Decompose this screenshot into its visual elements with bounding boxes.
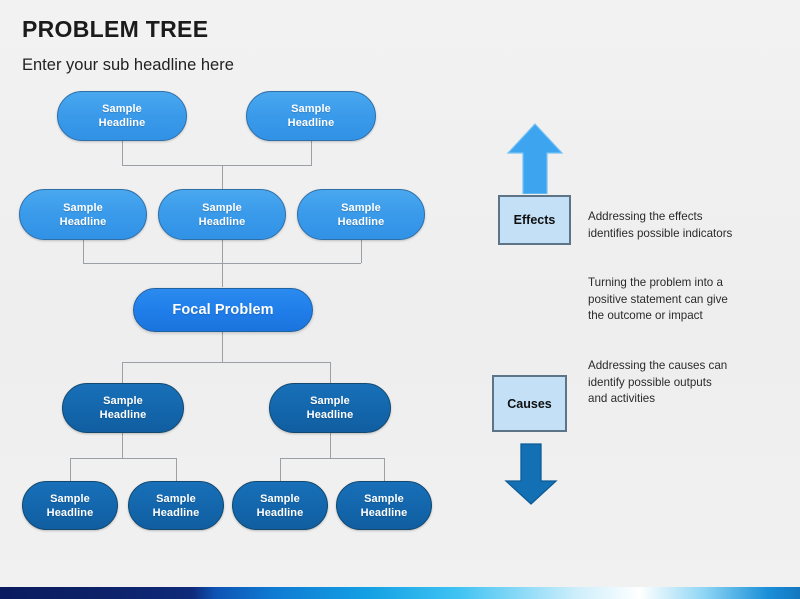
up-arrow-icon xyxy=(506,122,564,195)
cause-node-1[interactable]: Sample Headline xyxy=(62,383,184,433)
connector-c2-n1-up xyxy=(70,458,71,481)
effect-node-2[interactable]: Sample Headline xyxy=(246,91,376,141)
connector-c1-n2-down xyxy=(330,433,331,458)
connector-causes-n1-up xyxy=(122,362,123,383)
cause-node-3-label: Sample Headline xyxy=(46,492,94,519)
causes-legend-label: Causes xyxy=(507,396,552,411)
page-title: PROBLEM TREE xyxy=(22,16,209,42)
legend-note-focal: Turning the problem into a positive stat… xyxy=(588,276,728,322)
effect-node-4-label: Sample Headline xyxy=(198,201,246,228)
causes-legend-box[interactable]: Causes xyxy=(492,375,567,432)
focal-problem-label: Focal Problem xyxy=(172,301,274,318)
effect-node-1-label: Sample Headline xyxy=(98,103,146,129)
cause-node-4[interactable]: Sample Headline xyxy=(128,481,224,530)
cause-node-6[interactable]: Sample Headline xyxy=(336,481,432,530)
connector-r2-n1-down xyxy=(83,240,84,263)
page-subtitle: Enter your sub headline here xyxy=(22,56,234,74)
cause-node-2[interactable]: Sample Headline xyxy=(269,383,391,433)
effect-node-2-label: Sample Headline xyxy=(287,103,335,129)
effect-node-3[interactable]: Sample Headline xyxy=(19,189,147,240)
connector-r1-bus xyxy=(122,165,312,166)
connector-c2-left-bus xyxy=(70,458,176,459)
effect-node-4[interactable]: Sample Headline xyxy=(158,189,286,240)
connector-c1-n1-down xyxy=(122,433,123,458)
connector-r1-n2-down xyxy=(311,140,312,165)
legend-note-causes: Addressing the causes can identify possi… xyxy=(588,359,728,405)
connector-focal-down xyxy=(222,330,223,362)
legend-note-effects: Addressing the effects identifies possib… xyxy=(588,210,733,240)
cause-node-2-label: Sample Headline xyxy=(306,395,354,421)
connector-r1-stem xyxy=(222,165,223,189)
effect-node-3-label: Sample Headline xyxy=(59,201,107,228)
connector-r1-n1-down xyxy=(122,140,123,165)
connector-r2-n3-down xyxy=(361,240,362,263)
effect-node-5-label: Sample Headline xyxy=(337,201,385,228)
footer-gradient-bar xyxy=(0,587,800,599)
effect-node-1[interactable]: Sample Headline xyxy=(57,91,187,141)
cause-node-5-label: Sample Headline xyxy=(256,492,304,519)
connector-c2-n4-up xyxy=(384,458,385,481)
connector-c2-n3-up xyxy=(280,458,281,481)
down-arrow-icon xyxy=(504,443,558,505)
cause-node-4-label: Sample Headline xyxy=(152,492,200,519)
connector-r2-bus xyxy=(83,263,361,264)
cause-node-3[interactable]: Sample Headline xyxy=(22,481,118,530)
connector-c2-right-bus xyxy=(280,458,384,459)
focal-problem-node[interactable]: Focal Problem xyxy=(133,288,313,332)
connector-causes-bus xyxy=(122,362,330,363)
connector-causes-n2-up xyxy=(330,362,331,383)
cause-node-5[interactable]: Sample Headline xyxy=(232,481,328,530)
effects-legend-box[interactable]: Effects xyxy=(498,195,571,245)
effect-node-5[interactable]: Sample Headline xyxy=(297,189,425,240)
cause-node-6-label: Sample Headline xyxy=(360,492,408,519)
connector-c2-n2-up xyxy=(176,458,177,481)
effects-legend-label: Effects xyxy=(513,213,556,227)
cause-node-1-label: Sample Headline xyxy=(99,395,147,421)
